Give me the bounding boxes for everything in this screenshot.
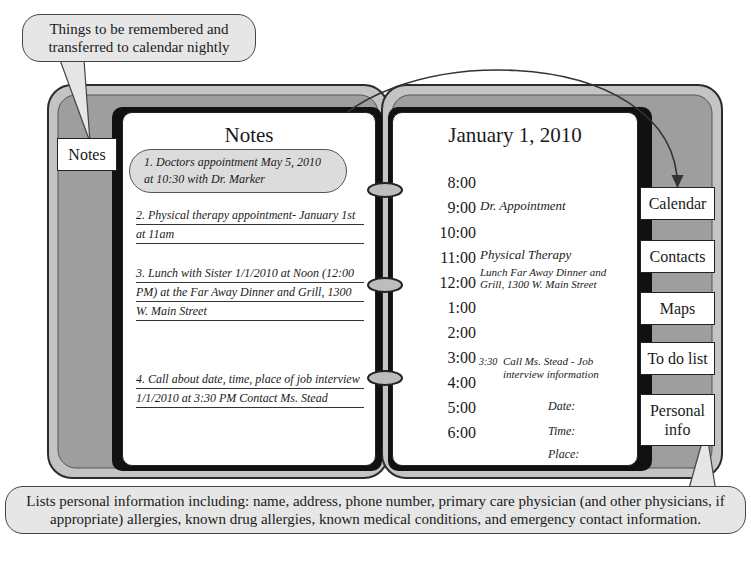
note-entry: 3. Lunch with Sister 1/1/2010 at Noon (1…	[136, 264, 364, 321]
time-slot: 12:00	[418, 273, 476, 292]
calendar-entry: 3:30	[479, 356, 503, 368]
node-text: Calendar	[643, 194, 712, 213]
node-text: To do list	[643, 349, 712, 368]
node-text: Personal info	[643, 401, 712, 439]
callout-bubble: Lists personal information including: na…	[5, 486, 746, 534]
section-tab: Contacts	[640, 240, 715, 273]
time-slot: 2:00	[418, 323, 476, 342]
form-field: Time:	[548, 424, 608, 439]
section-tab: Calendar	[640, 187, 715, 220]
node-text: Contacts	[643, 247, 712, 266]
time-slot: 10:00	[418, 223, 476, 242]
note-entry: 2. Physical therapy appointment- January…	[136, 206, 364, 244]
page-title: January 1, 2010	[393, 123, 637, 147]
calendar-entry: Lunch Far Away Dinner and Grill, 1300 W.…	[480, 266, 632, 290]
calendar-entry: Call Ms. Stead - Job interview informati…	[503, 355, 633, 381]
time-slot: 3:00	[418, 348, 476, 367]
page-title: Notes	[123, 123, 375, 147]
highlighted-note: 1. Doctors appointment May 5, 2010 at 10…	[129, 149, 347, 193]
time-slot: 11:00	[418, 248, 476, 267]
section-tab: Maps	[640, 292, 715, 325]
node-text: 1. Doctors appointment May 5, 2010 at 10…	[144, 154, 332, 188]
node-text: Things to be remembered and transferred …	[33, 20, 245, 56]
time-slot: 6:00	[418, 423, 476, 442]
form-field: Date:	[548, 399, 608, 414]
calendar-entry: Dr. Appointment	[480, 198, 630, 214]
node-text: Maps	[643, 299, 712, 318]
node-text: Lists personal information including: na…	[24, 492, 727, 528]
time-slot: 8:00	[418, 173, 476, 192]
section-tab: Notes	[57, 138, 117, 171]
note-entry: 4. Call about date, time, place of job i…	[136, 370, 364, 408]
callout-bubble: Things to be remembered and transferred …	[22, 14, 256, 62]
node-text: Notes	[60, 145, 114, 164]
form-field: Place:	[548, 447, 608, 462]
time-slot: 4:00	[418, 373, 476, 392]
time-slot: 1:00	[418, 298, 476, 317]
section-tab: To do list	[640, 342, 715, 375]
calendar-entry: Physical Therapy	[480, 247, 630, 263]
time-slot: 9:00	[418, 198, 476, 217]
time-slot: 5:00	[418, 398, 476, 417]
section-tab: Personal info	[640, 394, 715, 446]
